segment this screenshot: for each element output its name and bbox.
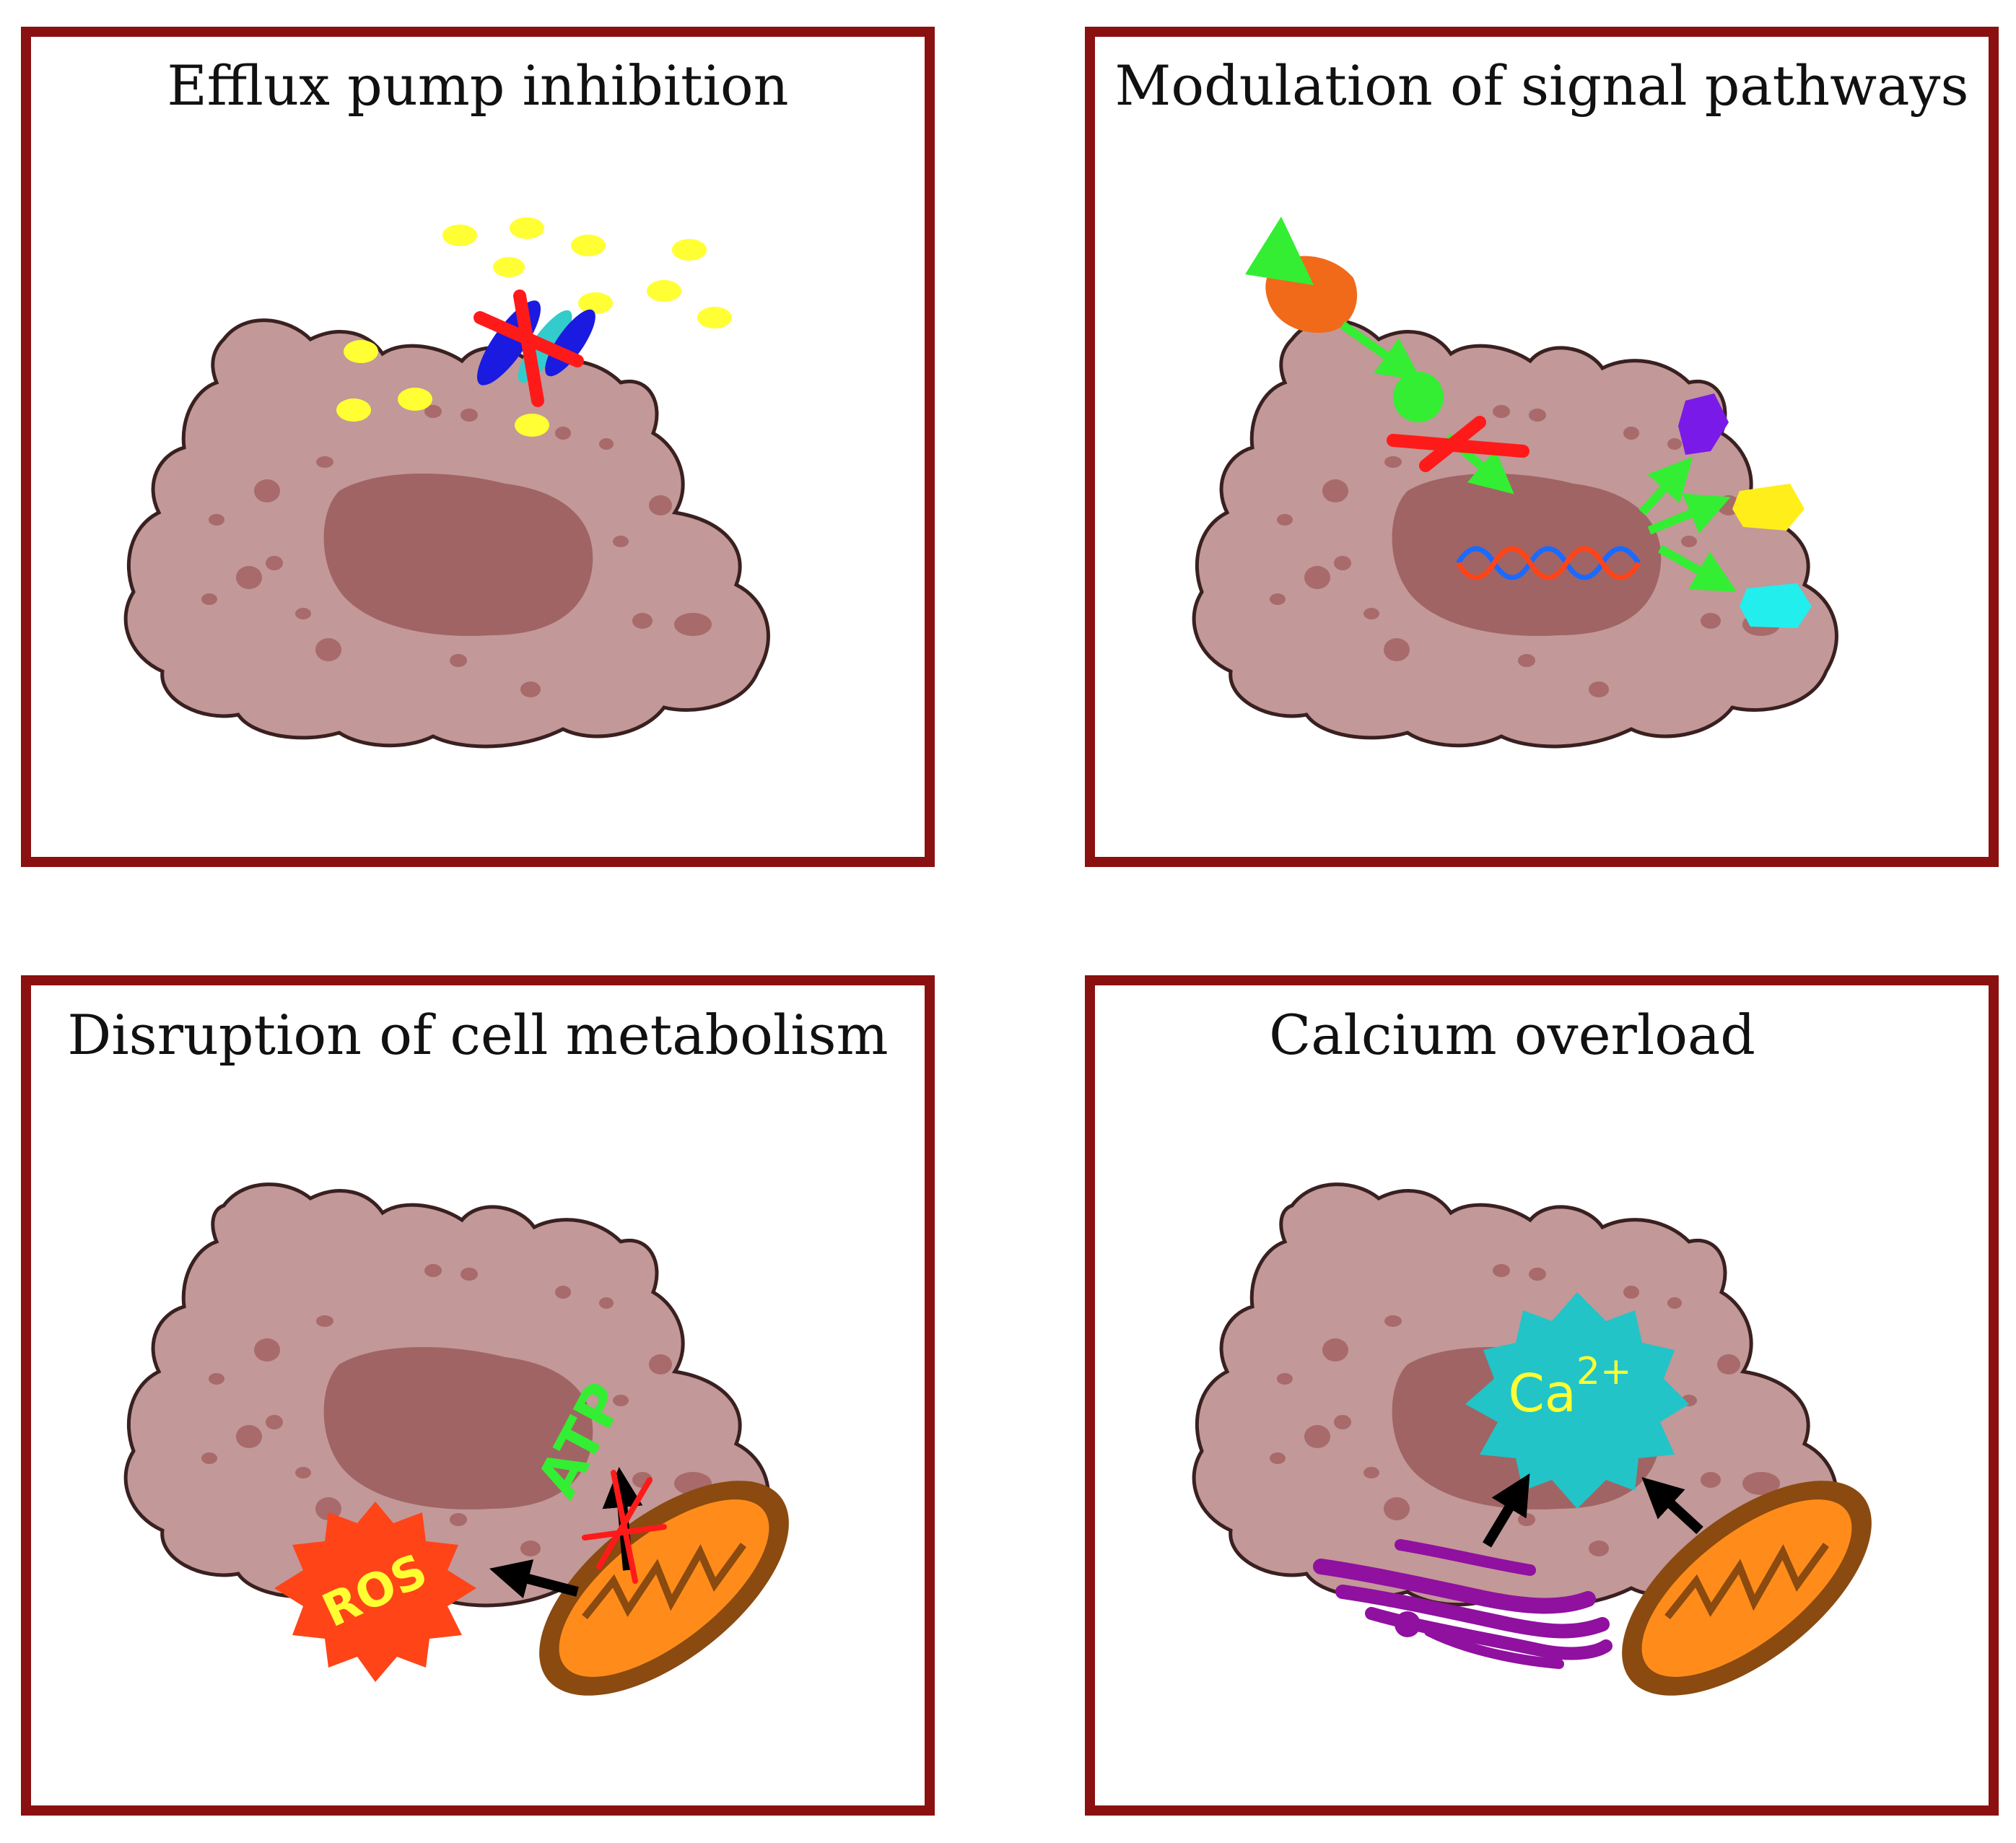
- panel-calcium: Calcium overload Ca2+: [1085, 975, 1999, 1816]
- receptor-icon: [1245, 217, 1358, 333]
- red-x-icon: [474, 289, 584, 407]
- product-purple: [1678, 393, 1729, 455]
- product-cyan: [1740, 583, 1812, 628]
- signal-molecule: [1393, 372, 1444, 422]
- panel-metabolism: Disruption of cell metabolism ROS ATP: [21, 975, 935, 1816]
- panel-efflux: Efflux pump inhibition: [21, 27, 935, 867]
- panel-title: Efflux pump inhibition: [167, 53, 788, 118]
- mitochondrion-icon: [1622, 1481, 1872, 1696]
- calcium-burst: Ca2+: [1465, 1292, 1689, 1509]
- panel-signal: Modulation of signal pathways: [1085, 27, 1999, 867]
- arrow-icon: [1482, 1473, 1703, 1548]
- product-yellow: [1732, 484, 1805, 531]
- drug-molecules: [336, 217, 732, 437]
- panel-title: Modulation of signal pathways: [1115, 53, 1969, 118]
- red-x-icon: [1387, 416, 1530, 472]
- calcium-label: Ca2+: [1508, 1350, 1631, 1424]
- ros-burst: ROS: [274, 1502, 476, 1682]
- er-vesicle: [1395, 1611, 1421, 1637]
- panel-title: Calcium overload: [1269, 1003, 1755, 1067]
- panel-title: Disruption of cell metabolism: [67, 1003, 888, 1067]
- mitochondrion-icon: [539, 1481, 789, 1696]
- dna-icon: [1456, 546, 1641, 580]
- nucleus: [323, 474, 593, 636]
- red-x-icon: [582, 1470, 667, 1584]
